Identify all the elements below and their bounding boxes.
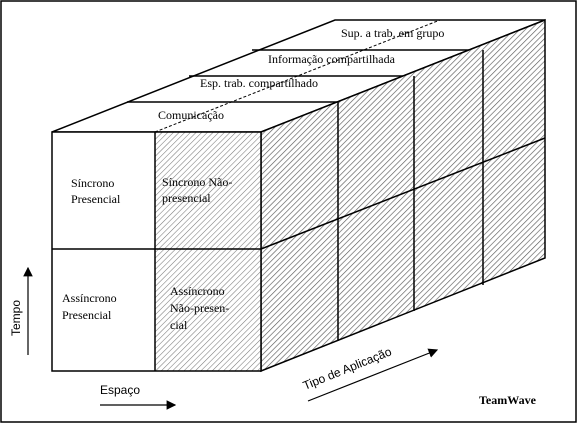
cell-assincrono-nao-presencial: Assíncrono Não-presen- cial [170,284,232,332]
cell-sincrono-nao-presencial: Síncrono Não- presencial [162,175,235,205]
front-right-column [155,132,261,371]
front-left-column [52,132,155,371]
tipo-aplicacao-axis-arrow [307,348,439,402]
side-horizontal-divider [260,137,546,250]
layer-label-informacao-compartilhada: Informação compartilhada [268,52,396,66]
layer-label-esp-trab-compartilhado: Esp. trab. compartilhado [200,76,318,90]
cell-sincrono-presencial: Síncrono Presencial [71,176,121,206]
layer-label-sup-trab-grupo: Sup. a trab. em grupo [341,26,444,40]
espaco-axis-label: Espaço [100,383,140,397]
cube-front-face [51,131,262,372]
top-middle-dashed-line [154,19,441,133]
tempo-axis-label: Tempo [9,300,23,336]
layer-label-comunicacao: Comunicação [158,108,224,122]
teamwave-brand: TeamWave [479,393,537,407]
cell-assincrono-presencial: Assíncrono Presencial [62,291,120,322]
